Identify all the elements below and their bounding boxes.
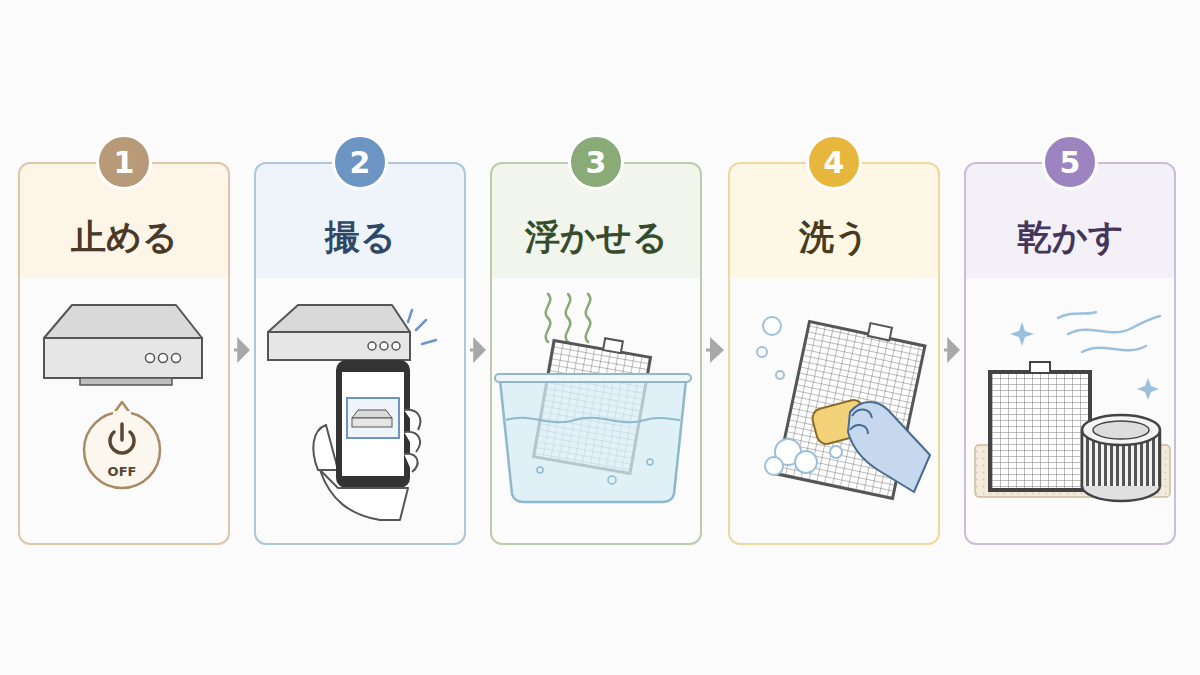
- step-arrow: [470, 337, 486, 363]
- step-number: 4: [806, 134, 862, 190]
- step-number: 2: [332, 134, 388, 190]
- step-number: 3: [568, 134, 624, 190]
- step-card: 止める1: [18, 162, 230, 545]
- step-number: 1: [96, 134, 152, 190]
- step-heading: 撮る: [256, 214, 464, 261]
- step-arrow: [944, 337, 960, 363]
- step-heading: 浮かせる: [492, 214, 700, 261]
- callout-number: 5: [1060, 145, 1081, 180]
- callout-number: 1: [114, 145, 135, 180]
- step-heading: 止める: [20, 214, 228, 261]
- step-card: 洗う4: [728, 162, 940, 545]
- step-heading: 洗う: [730, 214, 938, 261]
- step-card: 撮る2: [254, 162, 466, 545]
- step-card: 乾かす5: [964, 162, 1176, 545]
- callout-number: 2: [350, 145, 371, 180]
- button-label: OFF: [108, 464, 137, 479]
- callout-number: 4: [824, 145, 845, 180]
- step-arrow: [234, 337, 250, 363]
- callout-number: 3: [586, 145, 607, 180]
- step-heading: 乾かす: [966, 214, 1174, 261]
- step-card: 浮かせる3: [490, 162, 702, 545]
- step-number: 5: [1042, 134, 1098, 190]
- step-arrow: [706, 337, 724, 363]
